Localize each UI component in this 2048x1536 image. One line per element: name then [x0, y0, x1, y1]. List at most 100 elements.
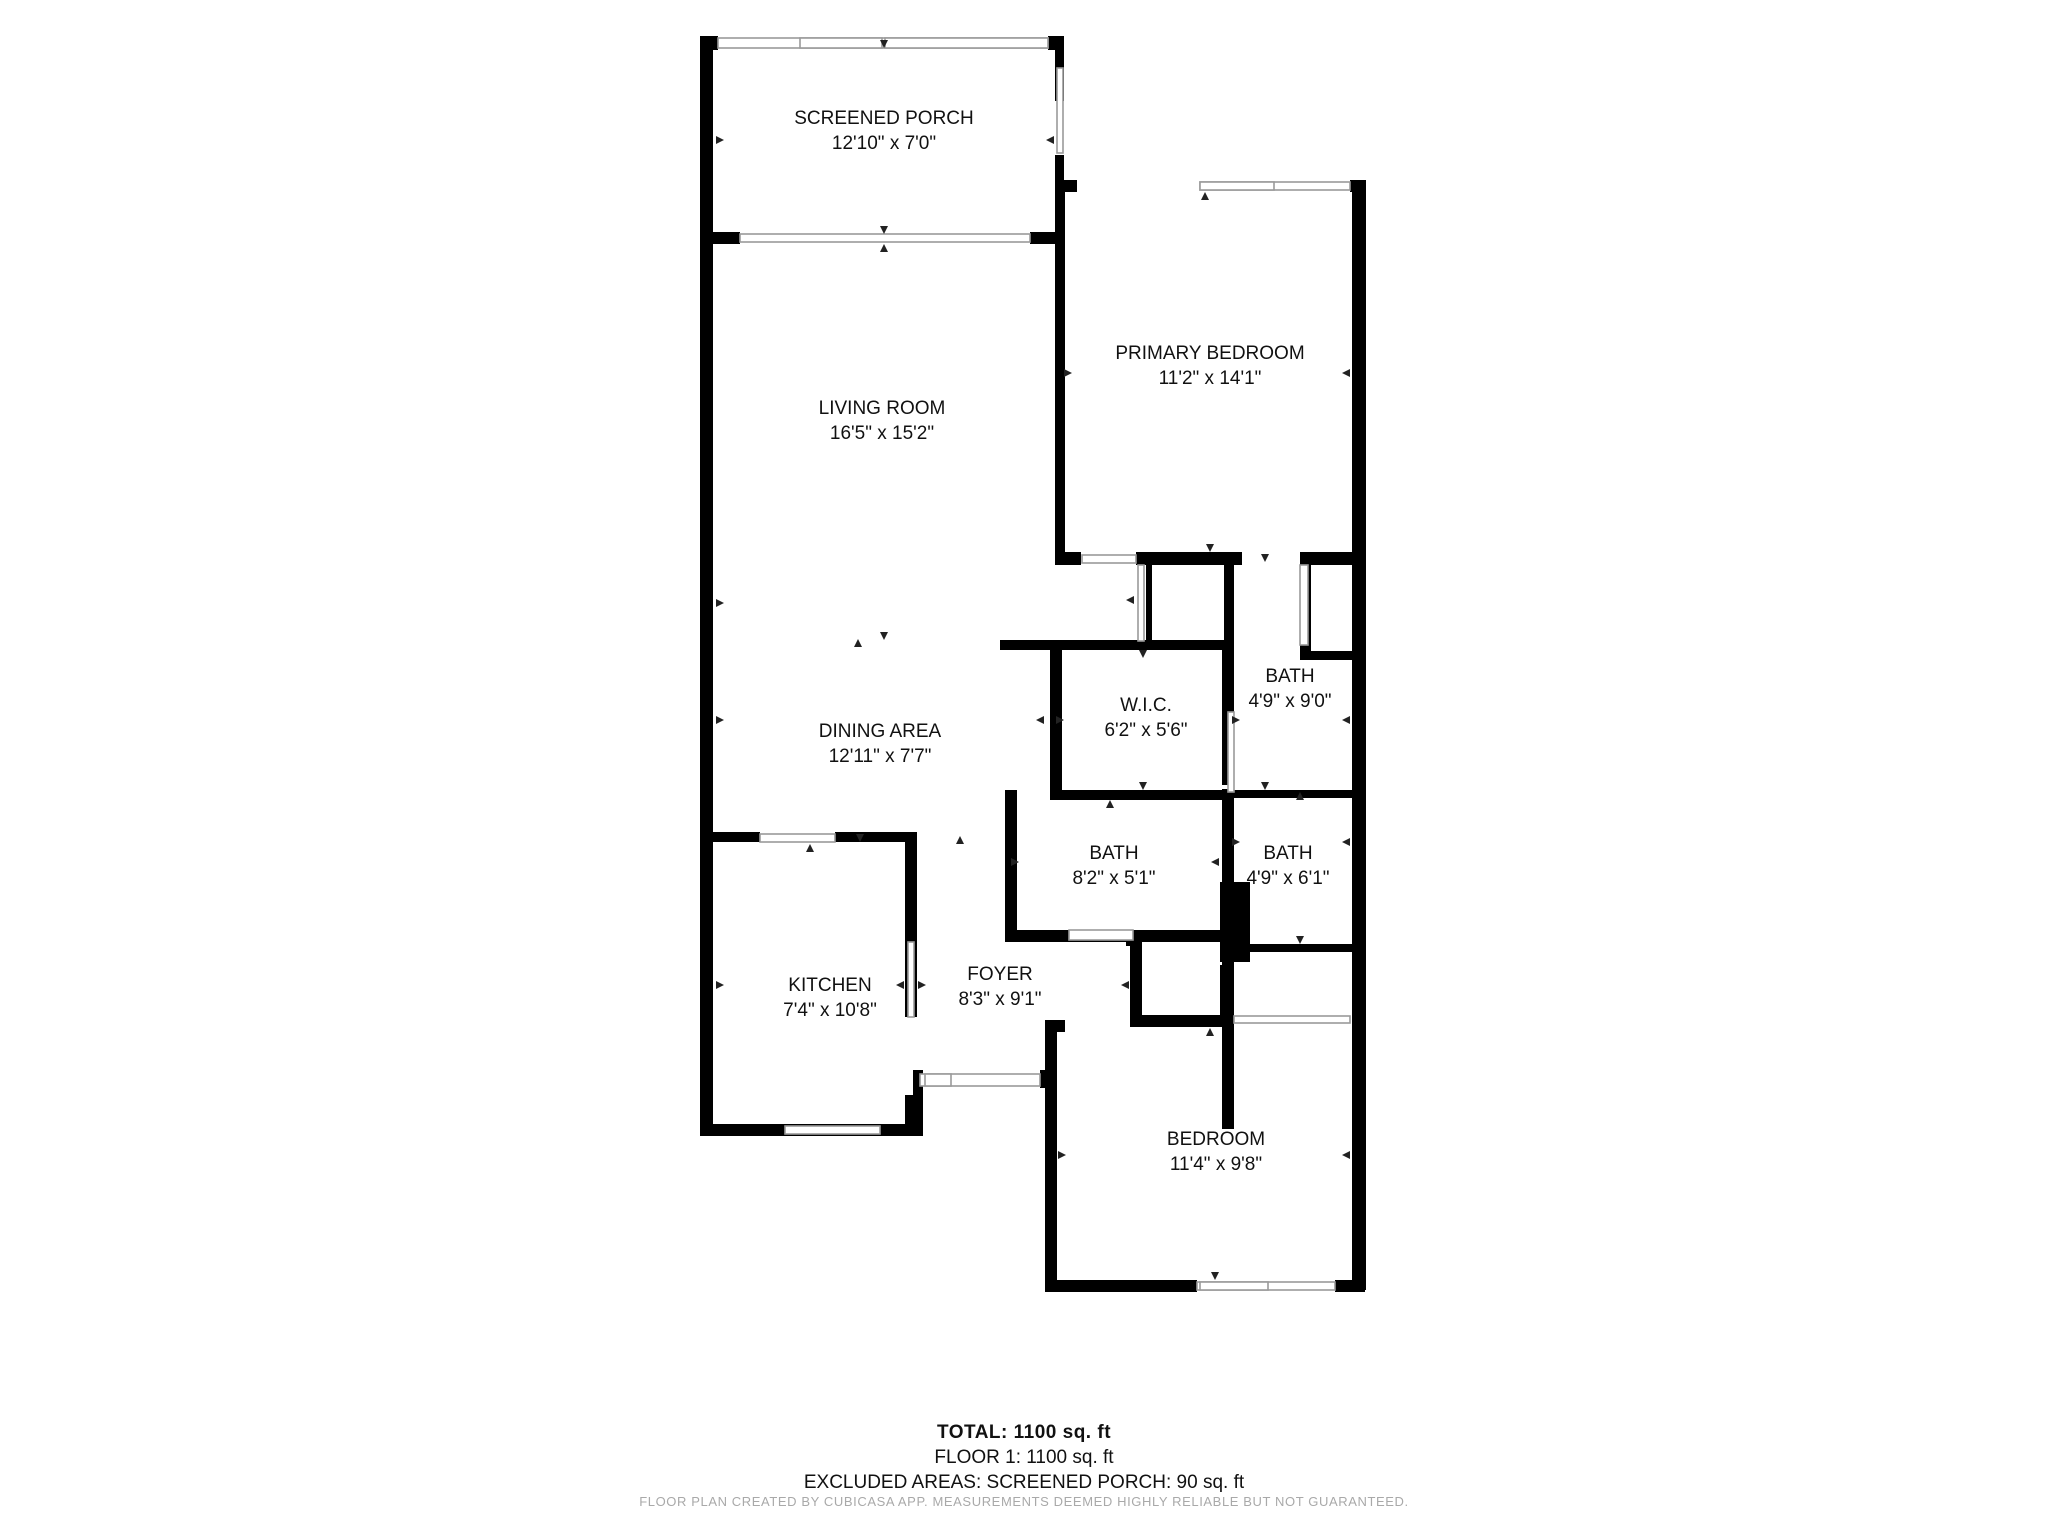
room-name: BATH: [1265, 666, 1315, 687]
dimension-marker: [880, 226, 888, 234]
wall-segment: [1220, 965, 1232, 1025]
dimension-marker: [716, 599, 724, 607]
dimension-marker: [1056, 716, 1064, 724]
dimension-marker: [1064, 369, 1072, 377]
wall-segment: [1300, 552, 1360, 565]
wall-segment: [1045, 1280, 1197, 1292]
wall-segment: [1130, 935, 1142, 1025]
room-dimensions: 8'3" x 9'1": [958, 989, 1042, 1010]
room-name: BATH: [1263, 843, 1313, 864]
dimension-marker: [1232, 838, 1240, 846]
wall-segment: [700, 232, 740, 244]
room-label-wic: W.I.C. 6'2" x 5'6": [1104, 693, 1187, 743]
wall-segment: [1225, 790, 1360, 798]
dimension-marker: [1206, 544, 1214, 552]
window: [1233, 1015, 1351, 1024]
window: [1227, 711, 1235, 793]
window: [884, 37, 1049, 49]
window: [1068, 929, 1134, 941]
dimension-marker: [856, 834, 864, 842]
wall-segment: [1224, 552, 1234, 670]
wall-segment: [1050, 640, 1062, 790]
dimension-marker: [1139, 650, 1147, 658]
wall-segment: [1050, 790, 1230, 800]
room-dimensions: 12'10" x 7'0": [831, 133, 937, 154]
dimension-marker: [1206, 1028, 1214, 1036]
wall-segment: [1045, 1020, 1057, 1292]
window: [1199, 181, 1275, 191]
excluded-areas: EXCLUDED AREAS: SCREENED PORCH: 90 sq. f…: [803, 1472, 1245, 1493]
room-label-foyer: FOYER 8'3" x 9'1": [958, 962, 1041, 1012]
room-name: PRIMARY BEDROOM: [1115, 343, 1305, 364]
wall-segment: [1065, 180, 1077, 192]
wall-segment: [1000, 640, 1230, 650]
room-name: KITCHEN: [788, 975, 872, 996]
room-dimensions: 8'2" x 5'1": [1072, 868, 1156, 889]
room-label-bedroom: BEDROOM 11'4" x 9'8": [1167, 1127, 1265, 1177]
room-dimensions: 11'2" x 14'1": [1158, 368, 1262, 389]
window: [924, 1073, 952, 1087]
window: [759, 833, 836, 843]
area-summary: TOTAL: 1100 sq. ft FLOOR 1: 1100 sq. ft …: [0, 1420, 2048, 1495]
window: [1137, 564, 1145, 642]
dimension-marker: [918, 981, 926, 989]
dimension-marker: [1342, 716, 1350, 724]
wall-segment: [1335, 1280, 1365, 1292]
wall-segment: [1055, 180, 1065, 565]
window: [784, 1125, 881, 1135]
wall-segment: [1130, 1015, 1230, 1027]
wall-segment: [835, 832, 915, 842]
dimension-marker: [1296, 792, 1304, 800]
dimension-marker: [1046, 136, 1054, 144]
dimension-marker: [854, 639, 862, 647]
dimension-marker: [716, 136, 724, 144]
wall-segment: [1146, 552, 1226, 565]
dimension-marker: [1342, 369, 1350, 377]
dimension-marker: [716, 716, 724, 724]
wall-segment: [1030, 232, 1060, 244]
room-dimensions: 12'11" x 7'7": [828, 746, 932, 767]
wall-segment: [1057, 1020, 1065, 1032]
dimension-marker: [880, 244, 888, 252]
room-name: DINING AREA: [818, 721, 942, 742]
dimension-marker: [1211, 1272, 1219, 1280]
dimension-marker: [1342, 1151, 1350, 1159]
wall-segment: [1352, 180, 1366, 1290]
dimension-marker: [1121, 981, 1129, 989]
wall-segment: [1146, 552, 1152, 644]
wall-segment: [913, 1070, 923, 1136]
room-label-primary-bedroom: PRIMARY BEDROOM 11'2" x 14'1": [1115, 341, 1304, 391]
wall-segment: [1065, 552, 1081, 565]
wall-segment: [1225, 944, 1360, 952]
dimension-marker: [1058, 1151, 1066, 1159]
wall-segment: [700, 832, 760, 842]
dimension-marker: [956, 836, 964, 844]
room-label-bath-middle: BATH 8'2" x 5'1": [1072, 841, 1155, 891]
window: [1081, 554, 1137, 564]
wall-segment: [1220, 882, 1250, 962]
room-dimensions: 7'4" x 10'8": [783, 1000, 877, 1021]
dimension-marker: [1139, 782, 1147, 790]
dimension-marker: [896, 981, 904, 989]
room-label-dining-area: DINING AREA 12'11" x 7'7": [819, 719, 941, 769]
dimension-marker: [880, 40, 888, 48]
dimension-marker: [1211, 858, 1219, 866]
window: [907, 941, 915, 1018]
dimension-marker: [1232, 716, 1240, 724]
floor-area: FLOOR 1: 1100 sq. ft: [934, 1447, 1114, 1468]
windows: [717, 37, 1351, 1291]
dimension-markers: [716, 40, 1350, 1280]
dimension-marker: [880, 632, 888, 640]
room-label-screened-porch: SCREENED PORCH 12'10" x 7'0": [794, 106, 973, 156]
dimension-marker: [1261, 554, 1269, 562]
room-name: BEDROOM: [1166, 1129, 1266, 1150]
dimension-marker: [1106, 800, 1114, 808]
wall-segment: [1226, 552, 1242, 565]
room-dimensions: 16'5" x 15'2": [829, 423, 935, 444]
room-name: SCREENED PORCH: [794, 108, 974, 129]
window: [799, 37, 883, 49]
room-dimensions: 4'9" x 9'0": [1248, 691, 1332, 712]
room-label-kitchen: KITCHEN 7'4" x 10'8": [783, 973, 877, 1023]
dimension-marker: [716, 981, 724, 989]
